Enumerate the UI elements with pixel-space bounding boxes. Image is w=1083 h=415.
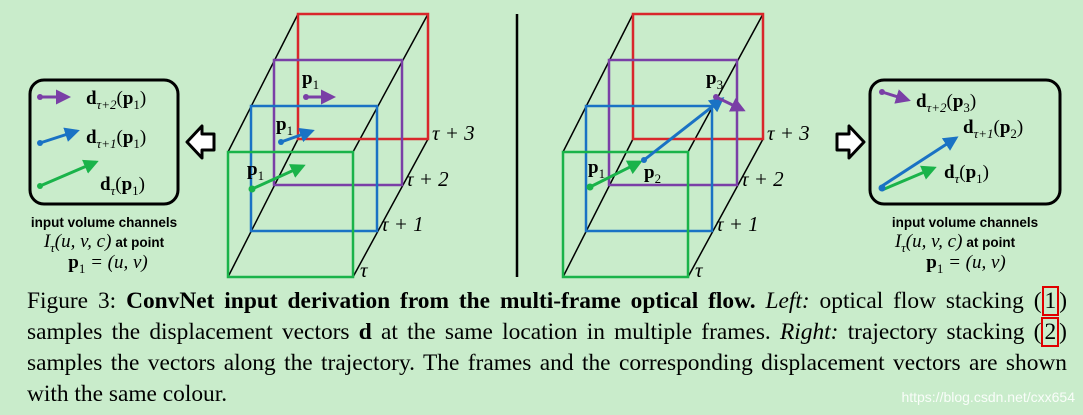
right-point-label-2: p2 bbox=[644, 162, 661, 186]
caption-left-label: Left: bbox=[765, 288, 810, 314]
left-cube-edges bbox=[227, 13, 429, 278]
right-channel-dot-tau2 bbox=[879, 89, 885, 95]
right-volume-caption-1: input volume channels bbox=[892, 215, 1038, 230]
left-channel-label-tau2: dτ+2(p1) bbox=[86, 88, 146, 112]
right-point-label-3: p3 bbox=[706, 68, 723, 92]
caption-left-text-c: at the same location in multiple frames. bbox=[380, 319, 771, 345]
right-frame-label-tau1: τ + 1 bbox=[716, 212, 759, 236]
left-channel-dot-tau bbox=[37, 183, 43, 189]
left-volume-caption-2: Iτ(u, v, c)at point bbox=[43, 231, 165, 255]
right-hollow-arrow-icon bbox=[835, 124, 866, 160]
left-vector-dot-tau2 bbox=[303, 94, 309, 100]
citation-link-1[interactable]: 1 bbox=[1041, 286, 1060, 316]
left-hollow-arrow-icon bbox=[185, 124, 216, 160]
right-frame-label-tau2: τ + 2 bbox=[741, 167, 784, 191]
figure-illustration: dτ+2(p1) dτ+1(p1) dτ(p1) p1 p1 p1 τ + 3 … bbox=[28, 12, 1062, 282]
left-frame-label-tau2: τ + 2 bbox=[406, 167, 449, 191]
right-channel-dot-tau bbox=[878, 184, 886, 192]
right-channel-label-tau1: dτ+1(p2) bbox=[963, 117, 1023, 141]
left-vector-dot-tau1 bbox=[278, 139, 284, 145]
right-vector-tau2 bbox=[715, 95, 746, 112]
right-vector-dot-tau1 bbox=[641, 157, 647, 163]
watermark: https://blog.csdn.net/cxx654 bbox=[901, 389, 1075, 405]
left-channel-label-tau: dτ(p1) bbox=[100, 174, 145, 198]
left-vector-dot-tau bbox=[248, 185, 256, 193]
left-vector-tau bbox=[251, 164, 306, 191]
left-volume-caption-1: input volume channels bbox=[31, 215, 177, 230]
right-channel-label-tau: dτ(p1) bbox=[944, 162, 989, 186]
right-point-label-1: p1 bbox=[588, 157, 605, 181]
caption-right-label: Right: bbox=[780, 319, 839, 345]
left-channel-arrow-tau1 bbox=[39, 127, 80, 145]
left-panel: dτ+2(p1) dτ+1(p1) dτ(p1) p1 p1 p1 τ + 3 … bbox=[28, 12, 475, 282]
right-frame-tau1 bbox=[584, 104, 714, 233]
left-volume-caption-3: p1 = (u, v) bbox=[68, 252, 148, 276]
left-frame-label-tau3: τ + 3 bbox=[432, 121, 475, 145]
caption-vector-symbol: d bbox=[358, 319, 372, 345]
left-frame-label-tau1: τ + 1 bbox=[381, 212, 424, 236]
left-frame-tau bbox=[226, 150, 355, 279]
right-channel-arrow-tau2 bbox=[881, 89, 911, 104]
right-channel-label-tau2: dτ+2(p3) bbox=[916, 91, 976, 115]
left-point-label-1: p1 bbox=[302, 68, 319, 92]
caption-right-text-a: trajectory stacking ( bbox=[847, 319, 1042, 345]
right-frame-tau3 bbox=[631, 12, 765, 141]
left-channel-arrow-tau bbox=[39, 159, 99, 188]
figure-caption: Figure 3: ConvNet input derivation from … bbox=[27, 286, 1067, 410]
right-vector-tau bbox=[589, 160, 643, 189]
caption-right-text-b: ) samples the vectors along the trajecto… bbox=[27, 319, 1067, 407]
left-channel-dot-tau1 bbox=[37, 140, 43, 146]
left-vector-tau1 bbox=[280, 127, 315, 144]
left-channel-dot-tau2 bbox=[37, 94, 43, 100]
right-frame-label-tau3: τ + 3 bbox=[767, 121, 810, 145]
right-volume-caption-3: p1 = (u, v) bbox=[926, 252, 1006, 276]
caption-title: ConvNet input derivation from the multi-… bbox=[126, 288, 756, 314]
left-channel-label-tau1: dτ+1(p1) bbox=[86, 127, 146, 151]
left-point-label-3: p1 bbox=[247, 159, 264, 183]
citation-link-2[interactable]: 2 bbox=[1041, 317, 1060, 347]
right-channel-arrow-tau bbox=[881, 165, 937, 192]
right-frame-label-tau: τ bbox=[695, 258, 704, 282]
caption-label: Figure 3: bbox=[27, 288, 117, 314]
right-volume-caption-2: Iτ(u, v, c)at point bbox=[894, 231, 1016, 255]
right-channel-box bbox=[868, 78, 1062, 206]
left-frame-label-tau: τ bbox=[360, 258, 369, 282]
caption-left-text-b: ) samples the displacement vectors bbox=[27, 288, 1067, 345]
caption-left-text-a: optical flow stacking ( bbox=[819, 288, 1042, 314]
right-vector-dot-tau bbox=[586, 183, 594, 191]
left-frame-tau3 bbox=[296, 12, 430, 141]
right-frame-tau2 bbox=[607, 58, 739, 187]
left-frame-tau2 bbox=[272, 58, 404, 187]
right-panel: p1 p2 p3 τ + 3 τ + 2 τ + 1 τ dτ+2(p3) dτ… bbox=[561, 12, 1062, 282]
left-frame-tau1 bbox=[249, 104, 379, 233]
right-cube-edges bbox=[562, 13, 764, 278]
right-frame-tau bbox=[561, 150, 690, 279]
right-vector-tau1 bbox=[643, 97, 725, 162]
right-channel-arrow-tau1 bbox=[881, 136, 959, 188]
left-point-label-2: p1 bbox=[276, 114, 293, 138]
right-vector-dot-tau2 bbox=[713, 94, 719, 100]
